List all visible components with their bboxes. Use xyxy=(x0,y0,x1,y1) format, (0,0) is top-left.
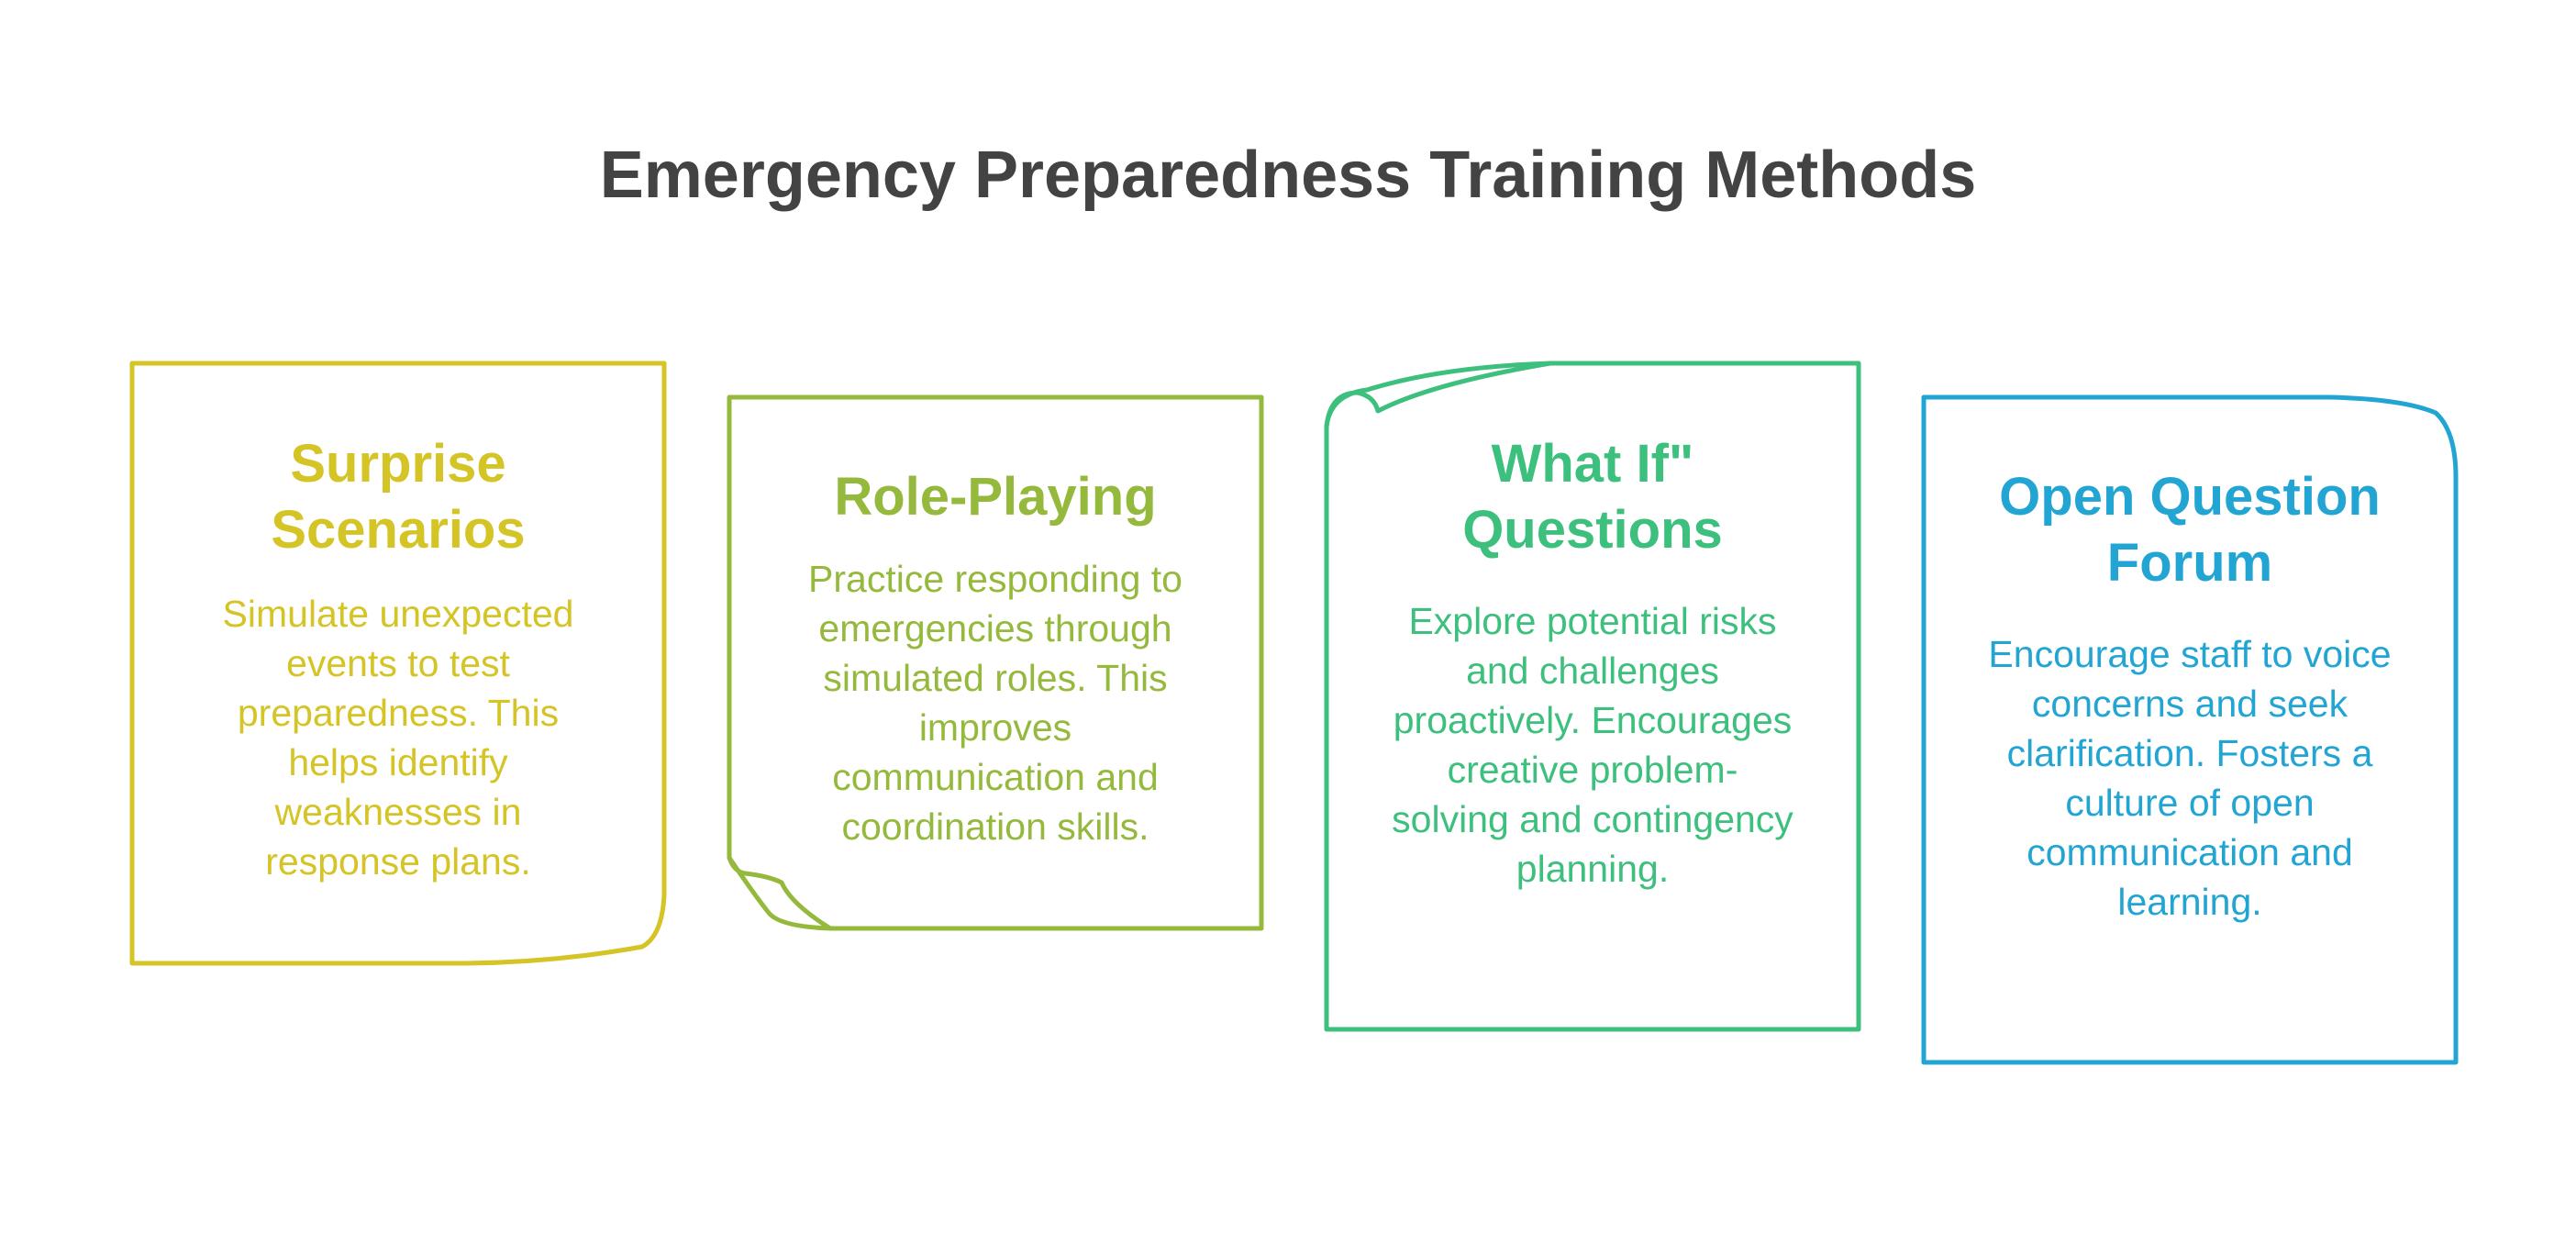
card-description: Practice responding to emergencies throu… xyxy=(808,558,1183,848)
card-description: Simulate unexpected events to test prepa… xyxy=(222,593,574,883)
card-surprise-scenarios: Surprise Scenarios Simulate unexpected e… xyxy=(132,431,664,886)
card-title: Open Question Forum xyxy=(1999,467,2381,593)
card-curl-what-if-questions xyxy=(1324,361,1551,428)
card-title: Role-Playing xyxy=(834,467,1157,527)
card-outline-open-question-forum xyxy=(1921,394,2459,1065)
diagram-title: Emergency Preparedness Training Methods xyxy=(599,139,1977,212)
card-title: What If" Questions xyxy=(1462,434,1723,560)
card-open-question-forum: Open Question Forum Encourage staff to v… xyxy=(1924,464,2456,927)
card-description: Encourage staff to voice concerns and se… xyxy=(1988,633,2392,923)
card-what-if-questions: What If" Questions Explore potential ris… xyxy=(1327,431,1859,894)
card-outline-surprise-scenarios xyxy=(129,361,667,966)
card-curl-role-playing xyxy=(727,857,832,931)
card-description: Explore potential risks and challenges p… xyxy=(1392,600,1793,890)
card-role-playing: Role-Playing Practice responding to emer… xyxy=(729,464,1261,851)
card-title: Surprise Scenarios xyxy=(271,434,526,560)
